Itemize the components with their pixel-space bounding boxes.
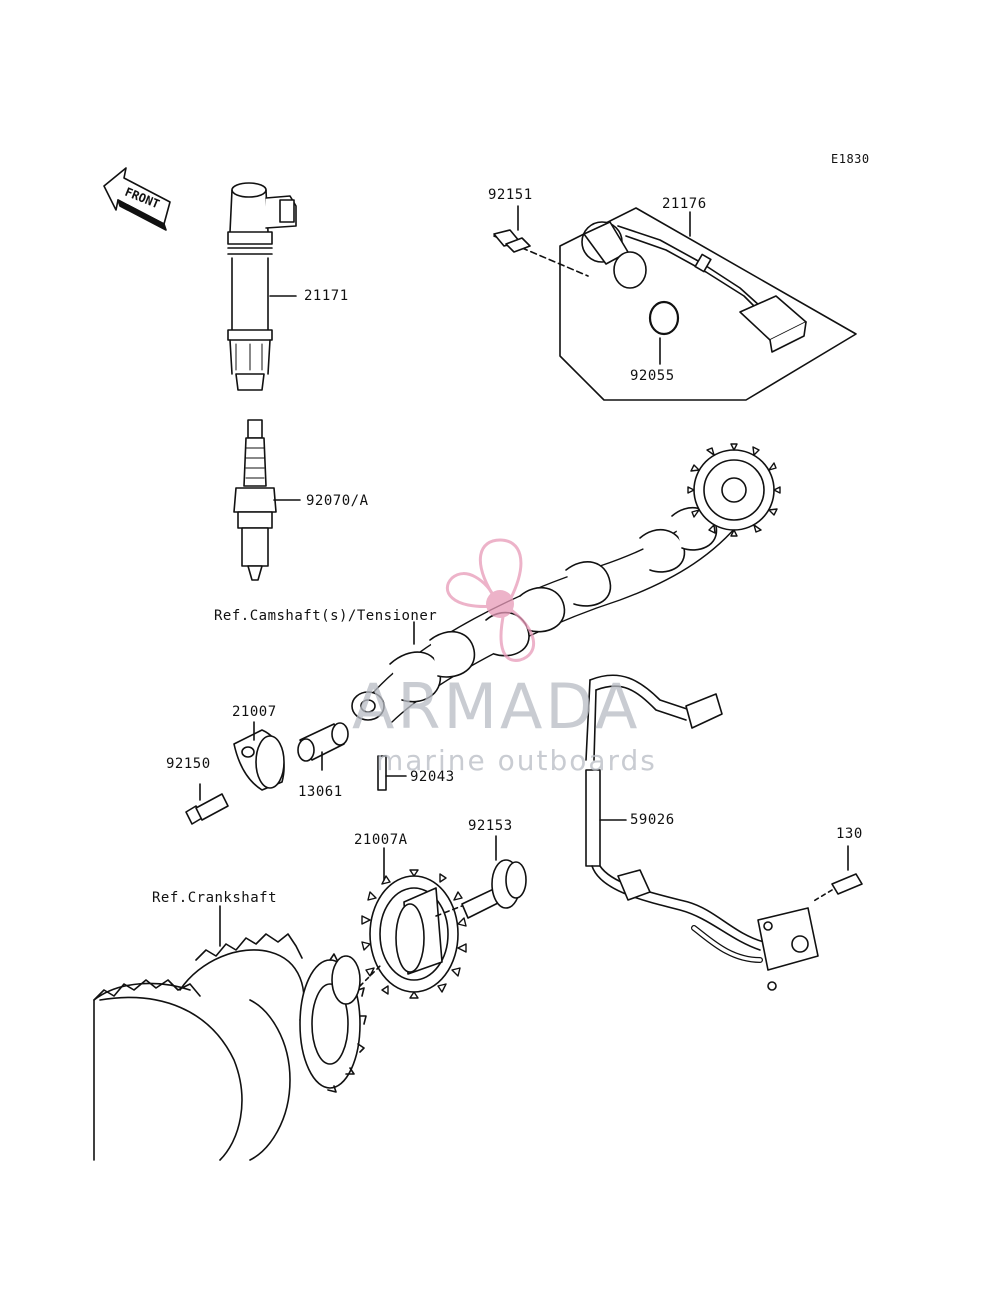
part-label-13061[interactable]: 13061 [298, 784, 343, 800]
ref-crankshaft-label[interactable]: Ref.Crankshaft [152, 890, 278, 906]
camshaft-drawing [351, 443, 781, 723]
front-arrow-icon: FRONT [103, 167, 171, 231]
part-label-92153[interactable]: 92153 [468, 818, 513, 834]
ignition-coil-drawing [227, 182, 297, 391]
part-label-21007[interactable]: 21007 [232, 704, 277, 720]
timing-rotor-parts-drawing [185, 721, 407, 825]
part-label-92070a[interactable]: 92070/A [306, 493, 369, 509]
armada-logo-icon [446, 538, 536, 662]
part-label-21176[interactable]: 21176 [662, 196, 707, 212]
cam-sensor-assembly-drawing [493, 205, 857, 401]
diagram-code: E1830 [831, 152, 870, 166]
part-label-59026[interactable]: 59026 [630, 812, 675, 828]
spark-plug-drawing [233, 419, 301, 581]
crank-sensor-harness-drawing [585, 674, 863, 991]
part-label-92055[interactable]: 92055 [630, 368, 675, 384]
part-label-92043[interactable]: 92043 [410, 769, 455, 785]
part-label-21007a[interactable]: 21007A [354, 832, 408, 848]
ref-camshaft-label[interactable]: Ref.Camshaft(s)/Tensioner [214, 608, 438, 624]
part-label-92150[interactable]: 92150 [166, 756, 211, 772]
part-label-130[interactable]: 130 [836, 826, 863, 842]
timing-gear-drawing [361, 835, 527, 999]
crankshaft-drawing [93, 905, 381, 1161]
watermark-tagline: marine outboards [376, 744, 657, 777]
part-label-21171[interactable]: 21171 [304, 288, 349, 304]
part-label-92151[interactable]: 92151 [488, 187, 533, 203]
watermark-brand: ARMADA [352, 670, 641, 743]
